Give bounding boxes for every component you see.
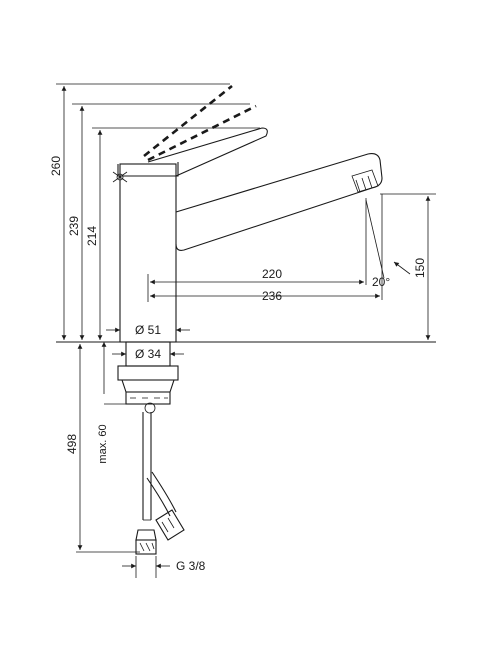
label-236: 236: [262, 289, 282, 303]
supply-hoses: [135, 412, 185, 555]
lever-position-up: [143, 84, 233, 158]
angle-arrow: [393, 261, 411, 275]
lever: [112, 84, 268, 183]
label-diameter-51: Ø 51: [135, 323, 161, 337]
spout: [175, 153, 383, 251]
label-239: 239: [67, 216, 81, 236]
label-214: 214: [85, 226, 99, 246]
mounting-assembly: [56, 341, 436, 414]
pivot-mark: [116, 173, 124, 181]
dimension-labels: 260 239 214 220 236 20° 150 Ø 51 Ø 34 49…: [49, 156, 427, 573]
faucet-body: [117, 162, 179, 343]
label-220: 220: [262, 267, 282, 281]
label-498: 498: [65, 434, 79, 454]
label-angle: 20°: [372, 275, 390, 289]
dimension-lines: [61, 86, 431, 569]
label-260: 260: [49, 156, 63, 176]
label-g38: G 3/8: [176, 559, 206, 573]
label-max-60: max. 60: [97, 424, 109, 463]
extension-lines: [56, 83, 436, 578]
label-150: 150: [413, 258, 427, 278]
label-diameter-34: Ø 34: [135, 347, 161, 361]
lever-position-mid: [147, 104, 257, 162]
